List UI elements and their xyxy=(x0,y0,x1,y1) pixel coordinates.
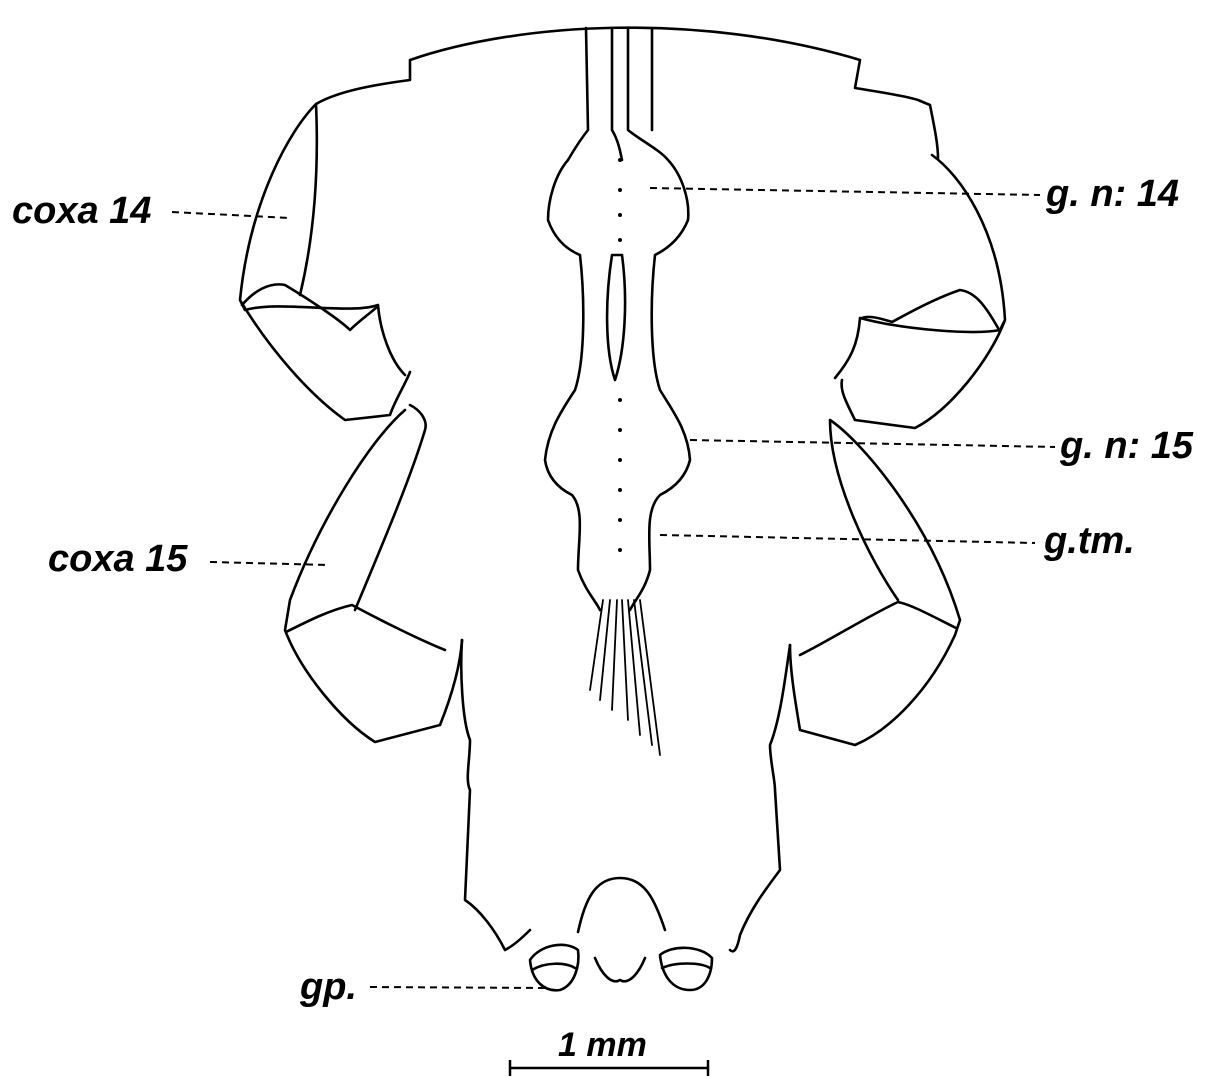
scale-bar-label: 1 mm xyxy=(558,1028,647,1062)
coxa-15-right xyxy=(790,420,960,745)
gonopod-right xyxy=(660,948,712,990)
label-coxa-15: coxa 15 xyxy=(48,540,187,578)
gonopod-left xyxy=(530,945,578,990)
coxa-14-right xyxy=(835,155,1005,428)
label-gn-15: g. n: 15 xyxy=(1060,427,1193,465)
coxa-14-left xyxy=(240,104,410,420)
leader-gn14 xyxy=(650,188,1040,195)
label-coxa-14: coxa 14 xyxy=(12,192,151,230)
leader-gtm xyxy=(660,535,1035,543)
leader-coxa14 xyxy=(172,212,290,218)
connective-split xyxy=(607,255,625,380)
label-gtm: g.tm. xyxy=(1044,522,1135,560)
leader-gp xyxy=(370,987,545,988)
nerve-fibres xyxy=(590,600,660,755)
leader-gn15 xyxy=(690,440,1055,447)
genital-notch xyxy=(578,878,665,932)
coxa-15-left xyxy=(285,405,462,742)
label-gp: gp. xyxy=(300,968,357,1006)
genital-papilla xyxy=(595,958,645,981)
nerve-cord xyxy=(545,28,690,610)
leader-coxa15 xyxy=(210,562,330,565)
label-gn-14: g. n: 14 xyxy=(1046,175,1179,213)
